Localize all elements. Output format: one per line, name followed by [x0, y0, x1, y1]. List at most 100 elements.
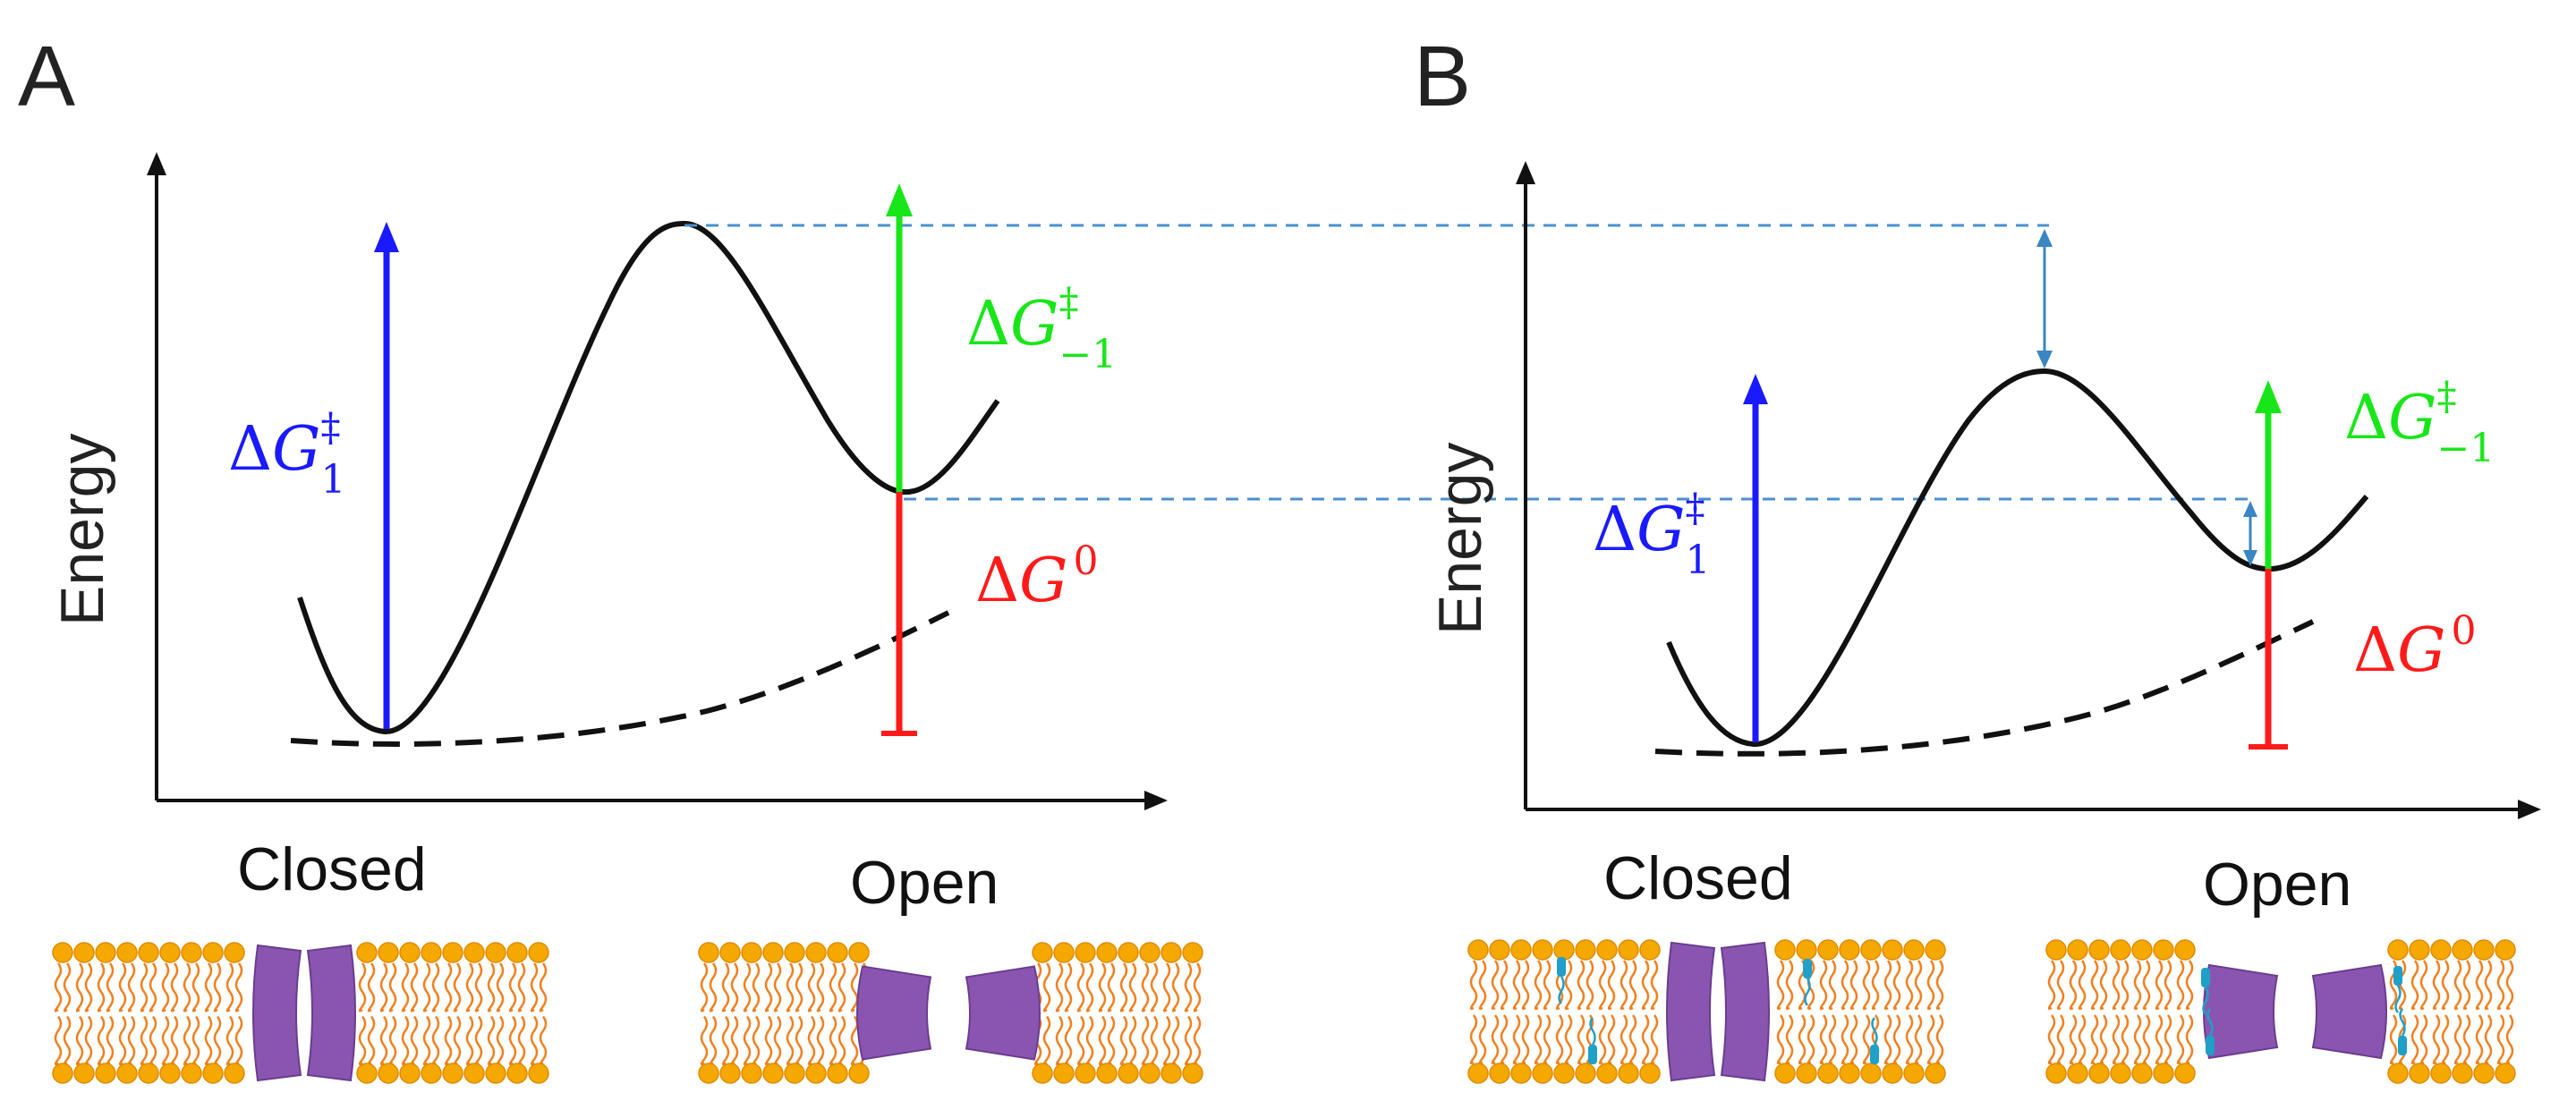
lipid-tail: [2475, 960, 2484, 1011]
lipid-tail: [474, 962, 483, 1012]
lipid-tail: [496, 962, 505, 1012]
lipid-head: [1160, 942, 1182, 963]
lipid-head: [202, 942, 224, 963]
lipid-head: [181, 942, 202, 963]
additive-molecule: [1557, 957, 1566, 977]
lipid-tail: [2410, 1014, 2419, 1065]
lipid-tail: [1141, 1015, 1150, 1066]
lipid-tail: [410, 962, 419, 1012]
lipid-head: [1075, 942, 1096, 963]
lipid-head: [1596, 939, 1618, 961]
lipid-tail: [1085, 962, 1094, 1012]
lipid-head: [827, 942, 848, 963]
lipid-tail: [2121, 1014, 2130, 1065]
lipid-tail: [97, 962, 106, 1012]
lipid-tail: [1620, 960, 1628, 1011]
lipid-tail: [410, 1015, 419, 1066]
lipid-tail: [1064, 1015, 1073, 1066]
lipid-tail: [1150, 1015, 1159, 1066]
lipid-tail: [1905, 960, 1914, 1011]
lipid-tail: [453, 1015, 462, 1066]
lipid-head: [1532, 1063, 1553, 1084]
lipid-head: [2452, 939, 2473, 961]
lipid-tail: [1926, 1014, 1935, 1065]
lipid-tail: [1055, 962, 1064, 1012]
lipid-tail: [1184, 962, 1193, 1012]
lipid-tail: [388, 962, 397, 1012]
lipid-head: [463, 942, 485, 963]
lipid-tail: [1849, 1014, 1858, 1065]
lipid-tail: [1586, 1014, 1594, 1065]
lipid-tail: [1862, 1014, 1871, 1065]
panel-b-y-axis-arrowhead: [1516, 161, 1535, 184]
lipid-head: [1774, 1063, 1796, 1084]
lipid-tail: [1650, 1014, 1659, 1065]
panel-b-minimum-shift-arrowhead-top: [2243, 501, 2257, 517]
panel-a-forward-barrier-arrowhead: [374, 222, 399, 252]
lipid-tail: [1555, 1014, 1564, 1065]
lipid-tail: [2185, 960, 2194, 1011]
lipid-tail: [2090, 1014, 2099, 1065]
lipid-head: [1553, 939, 1575, 961]
lipid-head: [2452, 1063, 2473, 1084]
lipid-head: [116, 942, 138, 963]
lipid-head: [1182, 942, 1203, 963]
lipid-tail: [1193, 1015, 1202, 1066]
lipid-head: [2067, 939, 2088, 961]
additive-tail: [2202, 987, 2209, 1015]
lipid-tail: [1776, 1014, 1785, 1065]
lipid-head: [1860, 1063, 1882, 1084]
lipid-tail: [161, 962, 170, 1012]
lipid-head: [2067, 1063, 2088, 1084]
lipid-head: [1096, 1063, 1118, 1084]
lipid-head: [1860, 939, 1882, 961]
lipid-head: [1596, 1063, 1618, 1084]
lipid-tail: [2432, 1014, 2441, 1065]
lipid-tail: [795, 962, 803, 1012]
lipid-tail: [1085, 1015, 1094, 1066]
lipid-head: [2409, 1063, 2430, 1084]
lipid-tail: [829, 1015, 837, 1066]
panel-b-peak-shift-arrowhead-top: [2036, 229, 2053, 247]
lipid-tail: [2496, 960, 2505, 1011]
lipid-tail: [388, 1015, 397, 1066]
lipid-head: [2430, 939, 2452, 961]
lipid-tail: [773, 962, 782, 1012]
lipid-tail: [2133, 1014, 2142, 1065]
lipid-head: [399, 942, 421, 963]
lipid-head: [1639, 1063, 1661, 1084]
additive-molecule: [2206, 1036, 2215, 1055]
lipid-head: [1510, 939, 1532, 961]
lipid-tail: [700, 1015, 709, 1066]
lipid-head: [159, 1063, 181, 1084]
lipid-tail: [1162, 1015, 1171, 1066]
lipid-tail: [1641, 960, 1650, 1011]
lipid-head: [506, 1063, 528, 1084]
lipid-tail: [1478, 960, 1487, 1011]
lipid-tail: [2496, 1014, 2505, 1065]
lipid-head: [827, 1063, 848, 1084]
lipid-head: [1796, 1063, 1817, 1084]
lipid-head: [2131, 939, 2153, 961]
lipid-tail: [795, 1015, 803, 1066]
lipid-tail: [496, 1015, 505, 1066]
lipid-tail: [1798, 1014, 1807, 1065]
lipid-head: [784, 942, 805, 963]
lipid-head: [73, 1063, 95, 1084]
lipid-tail: [2069, 1014, 2078, 1065]
lipid-tail: [721, 1015, 730, 1066]
lipid-tail: [1042, 962, 1051, 1012]
lipid-tail: [752, 962, 761, 1012]
panel-b-y-axis-label: Energy: [1426, 443, 1494, 635]
lipid-tail: [2441, 1014, 2450, 1065]
lipid-tail: [1586, 960, 1594, 1011]
lipid-head: [2110, 1063, 2131, 1084]
lipid-tail: [2176, 1014, 2185, 1065]
lipid-tail: [2419, 1014, 2428, 1065]
channel-subunit: [252, 944, 302, 1082]
panel-b-letter: B: [1414, 29, 1471, 124]
lipid-tail: [2410, 960, 2419, 1011]
lipid-tail: [213, 962, 222, 1012]
lipid-tail: [850, 962, 859, 1012]
